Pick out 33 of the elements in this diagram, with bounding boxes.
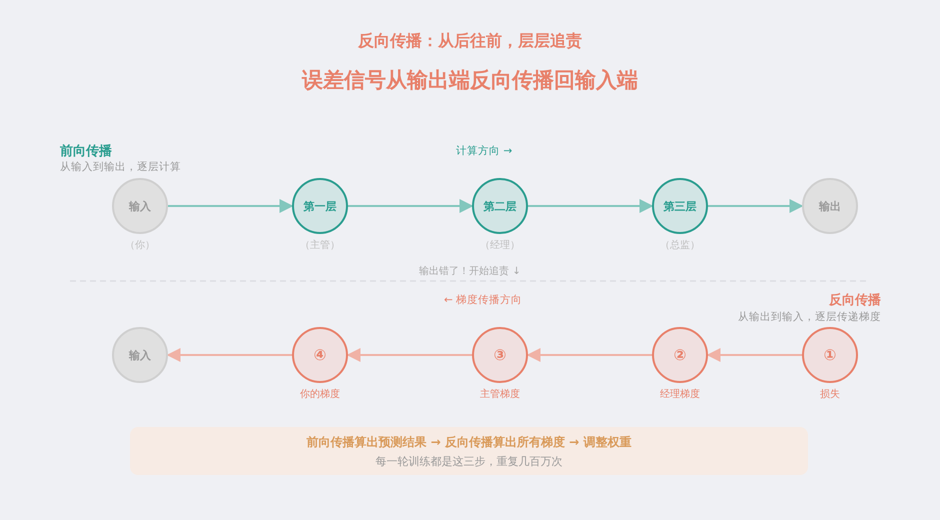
arrow — [526, 348, 652, 362]
endpoint-circle: 输出 — [802, 178, 858, 234]
subtitle: 反向传播：从后往前，层层追责 — [356, 31, 583, 52]
layer-circle: 第二层 — [472, 178, 528, 234]
summary-flow: 前向传播算出预测结果 → 反向传播算出所有梯度 → 调整权重 — [306, 434, 632, 451]
section-heading: 前向传播 — [60, 143, 112, 160]
arrow — [348, 199, 474, 213]
step-circle: ③ — [472, 327, 528, 383]
section-heading: 反向传播 — [829, 292, 881, 309]
arrow — [706, 348, 802, 362]
arrow — [168, 199, 294, 213]
circle-caption: 经理梯度 — [659, 388, 701, 401]
section-note: 从输出到输入，逐层传递梯度 — [738, 310, 881, 324]
arrow — [166, 348, 292, 362]
step-circle: ④ — [292, 327, 348, 383]
summary-note: 每一轮训练都是这三步，重复几百万次 — [374, 454, 564, 469]
step-circle: ① — [802, 327, 858, 383]
step-circle: ② — [652, 327, 708, 383]
endpoint-circle: 输入 — [112, 178, 168, 234]
arrow — [346, 348, 472, 362]
circle-caption: 主管梯度 — [479, 388, 521, 401]
arrow — [528, 199, 654, 213]
divider-note: 输出错了！开始追责 ↓ — [418, 264, 522, 278]
circle-caption: 你的梯度 — [299, 388, 341, 401]
endpoint-circle: 输入 — [112, 327, 168, 383]
circle-caption: 损失 — [819, 388, 841, 401]
direction-note: 计算方向 → — [456, 144, 512, 158]
layer-circle: 第三层 — [652, 178, 708, 234]
direction-note: ← 梯度传播方向 — [444, 293, 522, 307]
arrow — [708, 199, 804, 213]
main-heading: 误差信号从输出端反向传播回输入端 — [300, 67, 639, 94]
section-note: 从输入到输出，逐层计算 — [60, 160, 181, 174]
layer-circle: 第一层 — [292, 178, 348, 234]
